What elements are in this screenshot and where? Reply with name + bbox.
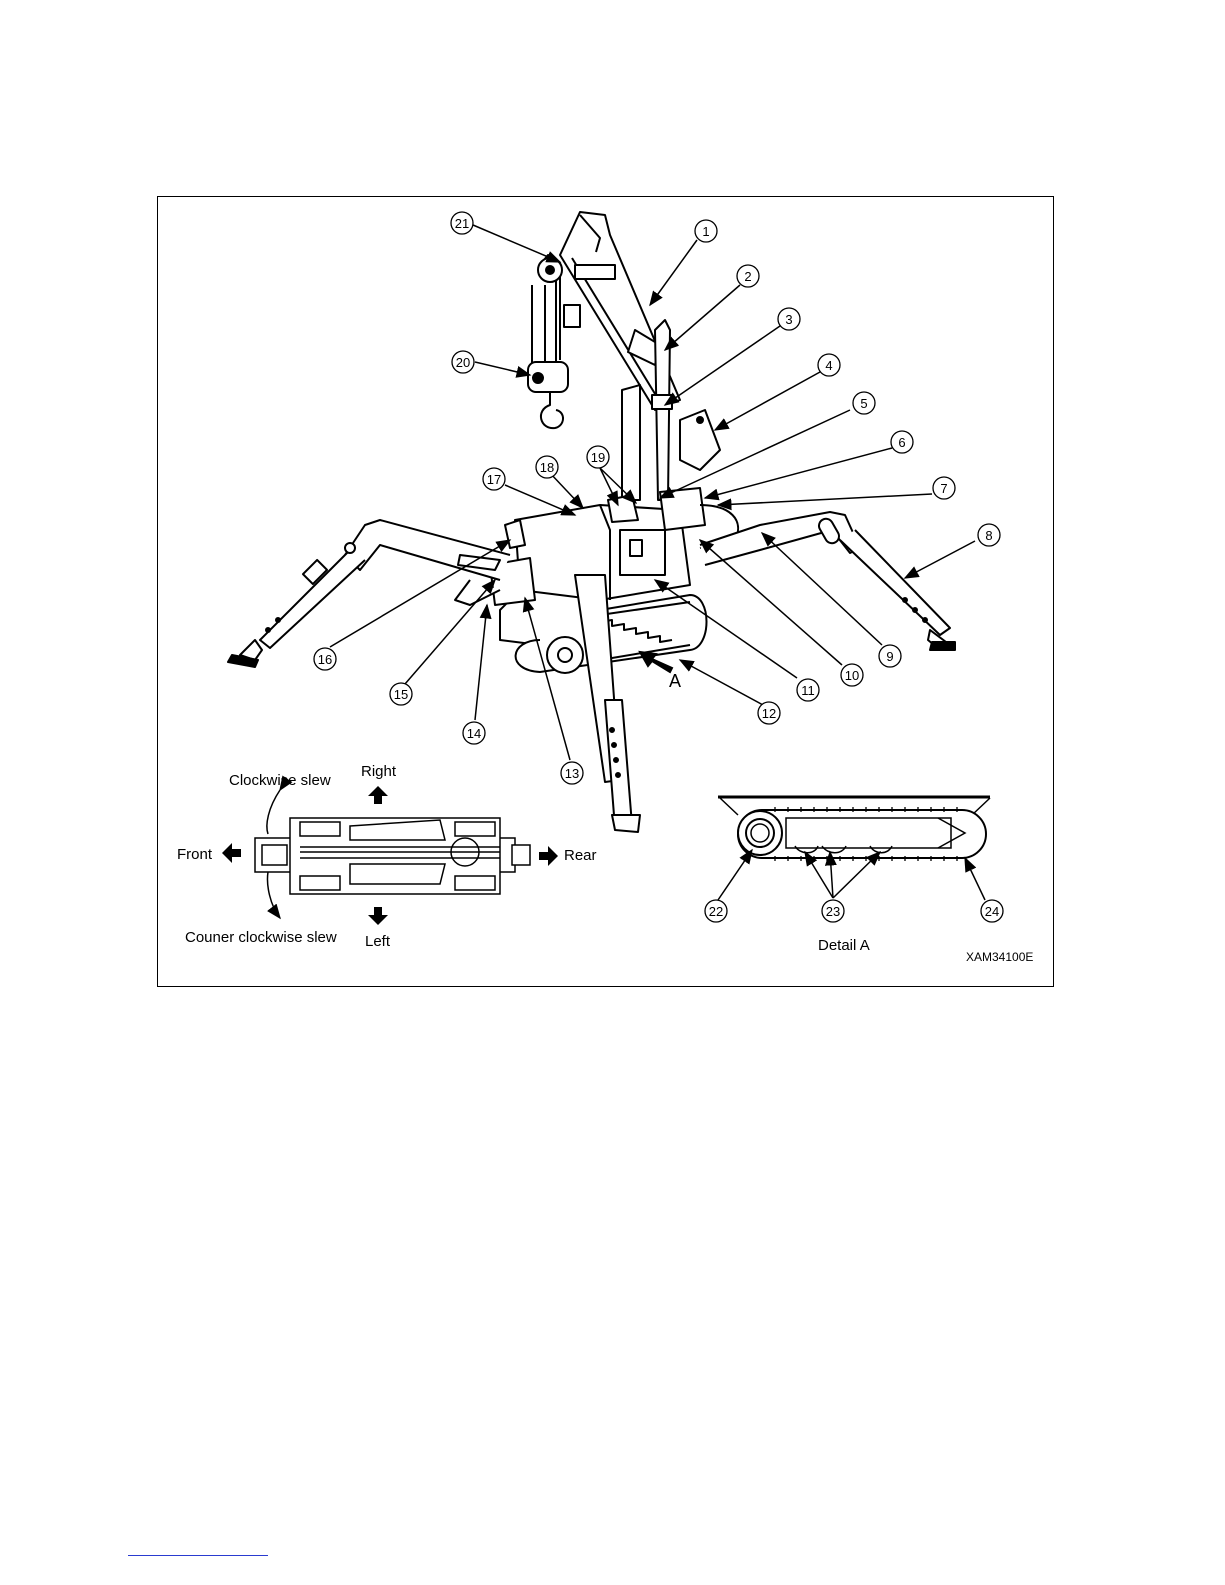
callout-11: 11 [801,683,815,698]
rear-arrow-icon [539,846,558,866]
right-label: Right [361,763,397,780]
left-label: Left [365,933,391,950]
front-label: Front [177,846,213,863]
rear-label: Rear [564,847,597,864]
leader-lines [330,225,975,760]
detail-caption: Detail A [818,937,870,954]
callout-20: 20 [456,355,470,370]
outrigger-rear-right [700,512,955,650]
callout-19: 19 [591,450,605,465]
callout-7: 7 [940,481,947,496]
callout-4: 4 [825,358,832,373]
top-view [255,790,530,918]
left-arrow-icon [368,907,388,925]
callout-18: 18 [540,460,554,475]
callout-24: 24 [985,904,999,919]
callout-3: 3 [785,312,792,327]
boom [560,212,720,500]
callout-17: 17 [487,472,501,487]
callout-5: 5 [860,396,867,411]
callout-8: 8 [985,528,992,543]
right-arrow-icon [368,786,388,804]
detail-a [718,797,990,900]
callout-22: 22 [709,904,723,919]
callout-6: 6 [898,435,905,450]
clockwise-slew-label: Clockwise slew [229,772,331,789]
callout-13: 13 [565,766,579,781]
callout-1: 1 [702,224,709,239]
figure-code: XAM34100E [966,950,1033,964]
callout-2: 2 [744,269,751,284]
view-arrow-a: A [640,652,681,691]
front-arrow-icon [222,843,241,863]
callout-9: 9 [886,649,893,664]
view-arrow-label: A [669,671,681,691]
hook-block [528,255,568,428]
crane-illustration [228,212,955,832]
callout-10: 10 [845,668,859,683]
callout-15: 15 [394,687,408,702]
callout-23: 23 [826,904,840,919]
callout-14: 14 [467,726,481,741]
callout-16: 16 [318,652,332,667]
callout-12: 12 [762,706,776,721]
counter-clockwise-slew-label: Couner clockwise slew [185,929,337,946]
footer-rule [128,1555,268,1556]
callout-21: 21 [455,216,469,231]
